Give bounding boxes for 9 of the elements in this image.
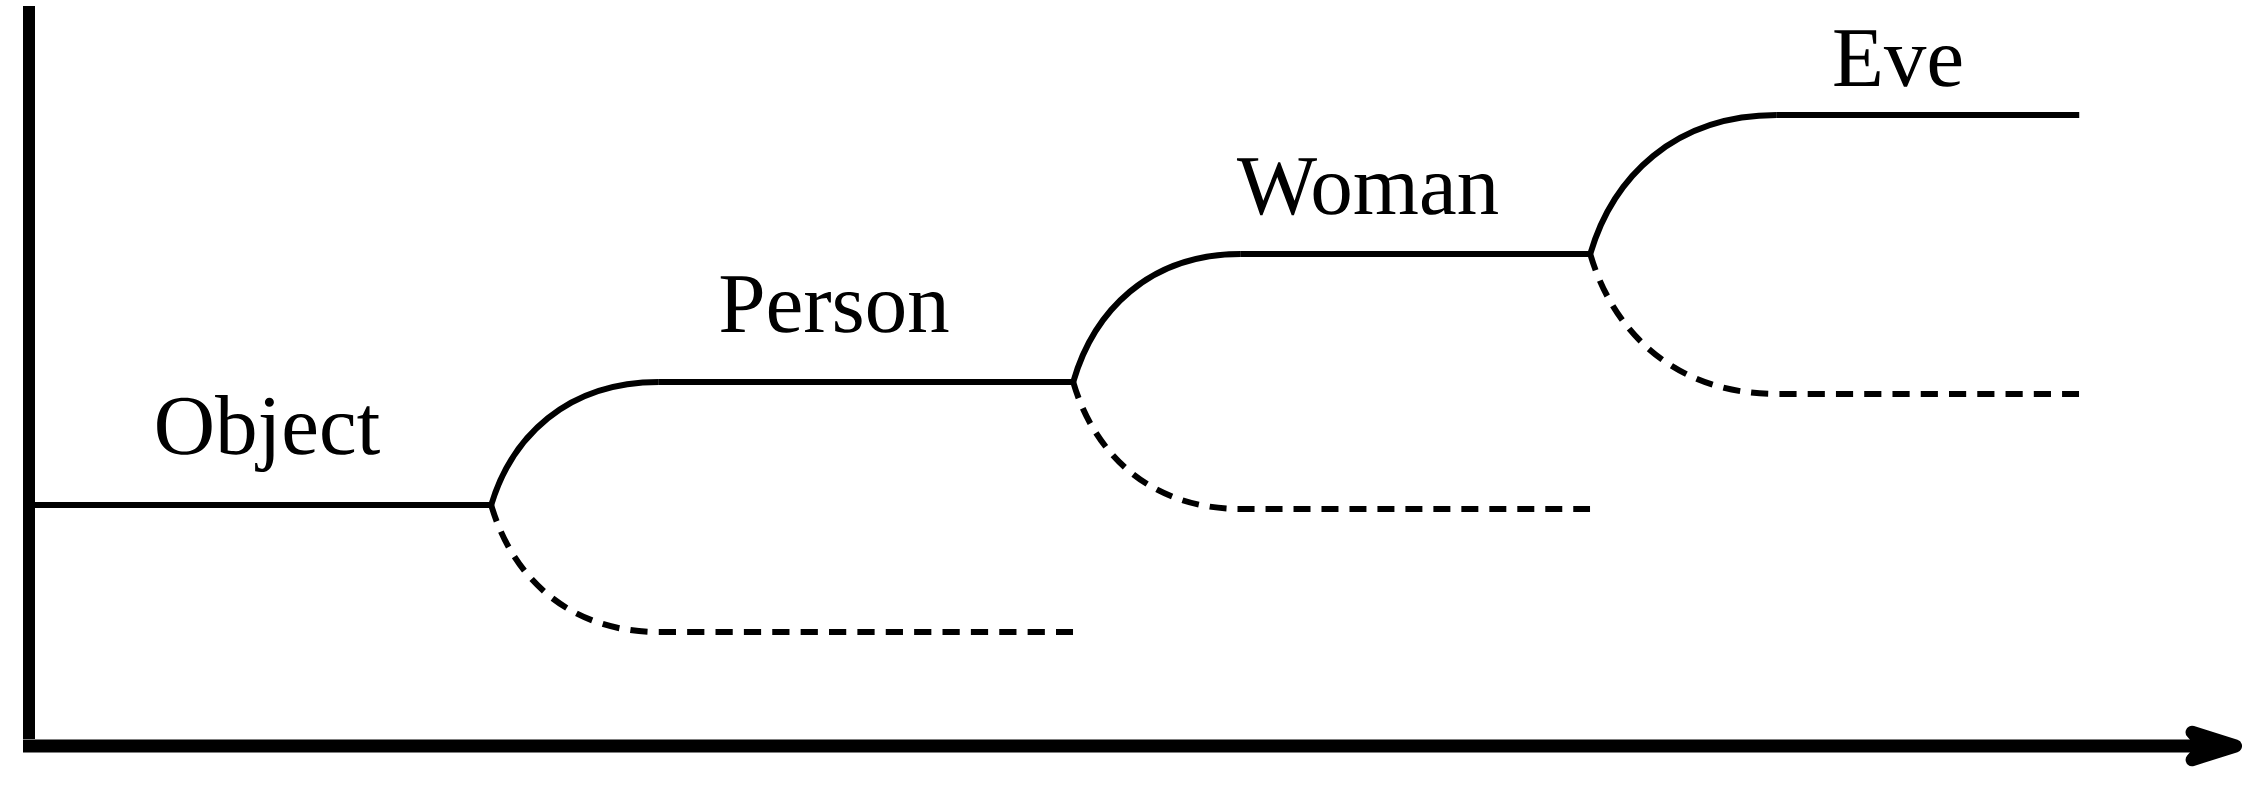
branch-line [1070,251,1241,383]
branch-label: Woman [1236,158,1498,216]
dashed-branch-line [1070,381,1590,512]
branch-line [1587,112,1777,255]
branch-label: Eve [1834,30,1962,87]
branch-label: Person [720,276,949,333]
branch-line [488,379,659,506]
dashed-branch-line [1587,253,2080,397]
branch-label: Object [157,395,380,473]
